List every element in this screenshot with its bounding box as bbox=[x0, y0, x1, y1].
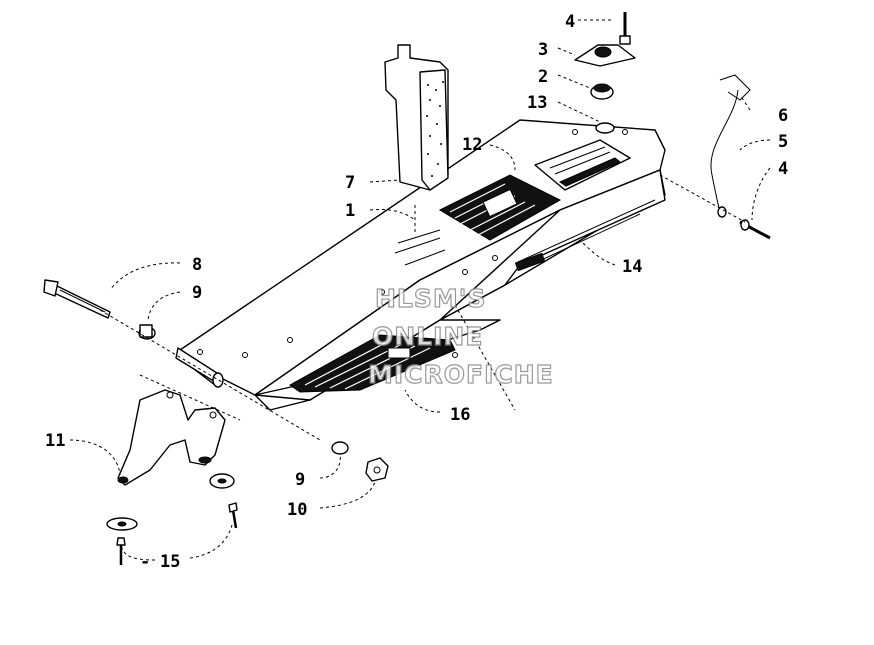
callout-12: 12 bbox=[462, 135, 482, 155]
callout-8: 8 bbox=[192, 255, 202, 275]
callout-11: 11 bbox=[45, 431, 65, 451]
callout-1: 1 bbox=[345, 201, 355, 221]
callout-9-left: 9 bbox=[192, 283, 202, 303]
watermark: HLSM'S ONLINE MICROFICHE bbox=[367, 283, 554, 389]
callout-6: 6 bbox=[778, 106, 788, 126]
watermark-line-3: MICROFICHE bbox=[368, 360, 554, 389]
callout-9-right: 9 bbox=[295, 470, 305, 490]
nut-bushing bbox=[331, 441, 389, 482]
mount-plate-hardware bbox=[574, 12, 636, 100]
watermark-line-2: ONLINE bbox=[372, 322, 483, 351]
leader-lines bbox=[69, 19, 771, 561]
decal-plate bbox=[438, 174, 562, 241]
callout-4-right: 4 bbox=[778, 159, 788, 179]
foot-grip bbox=[384, 44, 449, 191]
callout-4-top: 4 bbox=[565, 12, 575, 32]
warning-decal bbox=[534, 139, 631, 191]
callout-13: 13 bbox=[527, 93, 547, 113]
watermark-line-1: HLSM'S bbox=[375, 284, 486, 313]
callout-16: 16 bbox=[450, 405, 470, 425]
support-bracket bbox=[117, 389, 226, 486]
callout-15: 15 bbox=[160, 552, 180, 572]
lanyard-pin bbox=[710, 74, 771, 240]
traction-mat bbox=[289, 334, 456, 393]
washers-rivets bbox=[106, 473, 238, 565]
callout-10: 10 bbox=[287, 500, 307, 520]
callout-14: 14 bbox=[622, 257, 642, 277]
callout-2: 2 bbox=[538, 67, 548, 87]
callout-3: 3 bbox=[538, 40, 548, 60]
callout-7: 7 bbox=[345, 173, 355, 193]
pivot-bolt bbox=[43, 279, 156, 340]
callout-5: 5 bbox=[778, 132, 788, 152]
callout-labels: 4 3 2 13 6 5 4 12 7 1 8 9 14 16 11 9 10 … bbox=[45, 12, 788, 572]
callout-15-dash: - bbox=[140, 552, 150, 572]
